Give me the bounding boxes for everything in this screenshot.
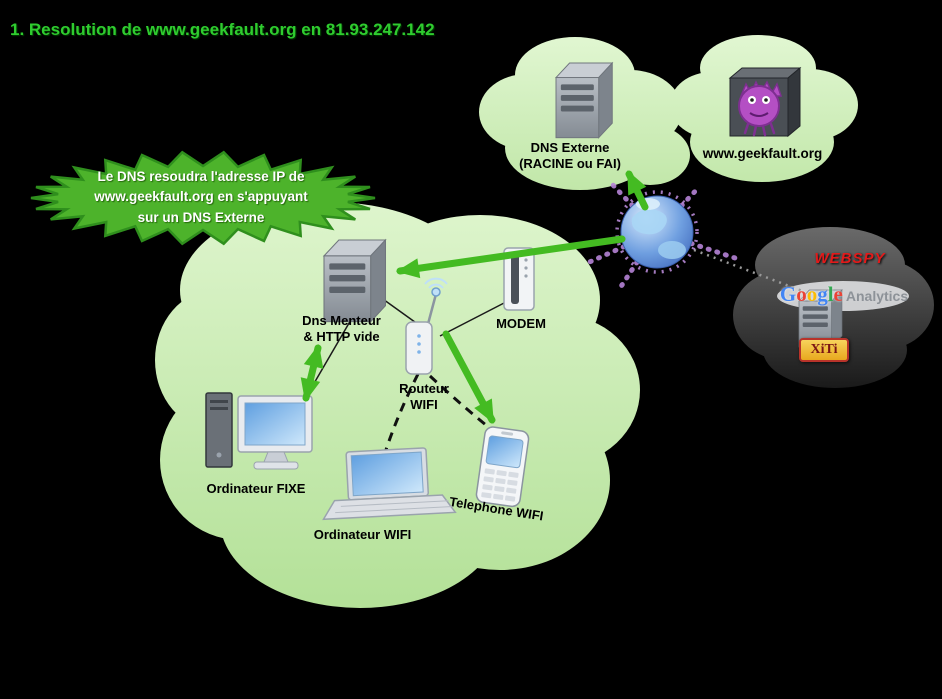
routeur-wifi-label: Routeur WIFI bbox=[399, 381, 449, 413]
google-analytics-label: Analytics bbox=[845, 288, 909, 304]
smartphone-icon bbox=[475, 426, 530, 508]
webspy-title: WEBSPY bbox=[814, 250, 886, 267]
laptop-icon bbox=[322, 447, 457, 521]
google-letter: g bbox=[817, 282, 828, 306]
wifi-router-icon bbox=[405, 277, 448, 375]
modem-icon bbox=[503, 247, 535, 311]
ordinateur-wifi-label: Ordinateur WIFI bbox=[313, 527, 412, 542]
google-letter: o bbox=[806, 282, 818, 306]
google-letter: l bbox=[827, 282, 834, 306]
xiti-logo: XiTi bbox=[799, 338, 849, 362]
internet-globe-icon bbox=[615, 190, 699, 274]
callout-line: sur un DNS Externe bbox=[137, 209, 265, 225]
desktop-computer-icon bbox=[205, 392, 313, 470]
geekfault-monster-icon bbox=[728, 66, 802, 138]
callout-text: Le DNS resoudra l'adresse IP de www.geek… bbox=[42, 167, 360, 228]
google-letter: e bbox=[833, 282, 843, 306]
dns-externe-server-icon bbox=[555, 62, 613, 139]
callout-line: www.geekfault.org en s'appuyant bbox=[94, 189, 308, 205]
resolution-arrows bbox=[300, 170, 649, 424]
dns-externe-label: DNS Externe (RACINE ou FAI) bbox=[519, 140, 621, 172]
callout-line: Le DNS resoudra l'adresse IP de bbox=[97, 169, 305, 184]
modem-label: MODEM bbox=[496, 316, 546, 331]
callout-starburst bbox=[30, 150, 376, 246]
google-letter: o bbox=[796, 282, 807, 306]
dns-menteur-label: Dns Menteur & HTTP vide bbox=[302, 313, 381, 345]
wifi-links bbox=[382, 373, 493, 457]
ordinateur-fixe-label: Ordinateur FIXE bbox=[206, 481, 306, 496]
dns-menteur-server-icon bbox=[323, 239, 387, 323]
page-title: 1. Resolution de www.geekfault.org en 81… bbox=[10, 20, 435, 39]
spy-link-line bbox=[693, 248, 806, 294]
geekfault-label: www.geekfault.org bbox=[702, 146, 823, 161]
google-letter: G bbox=[779, 282, 797, 306]
